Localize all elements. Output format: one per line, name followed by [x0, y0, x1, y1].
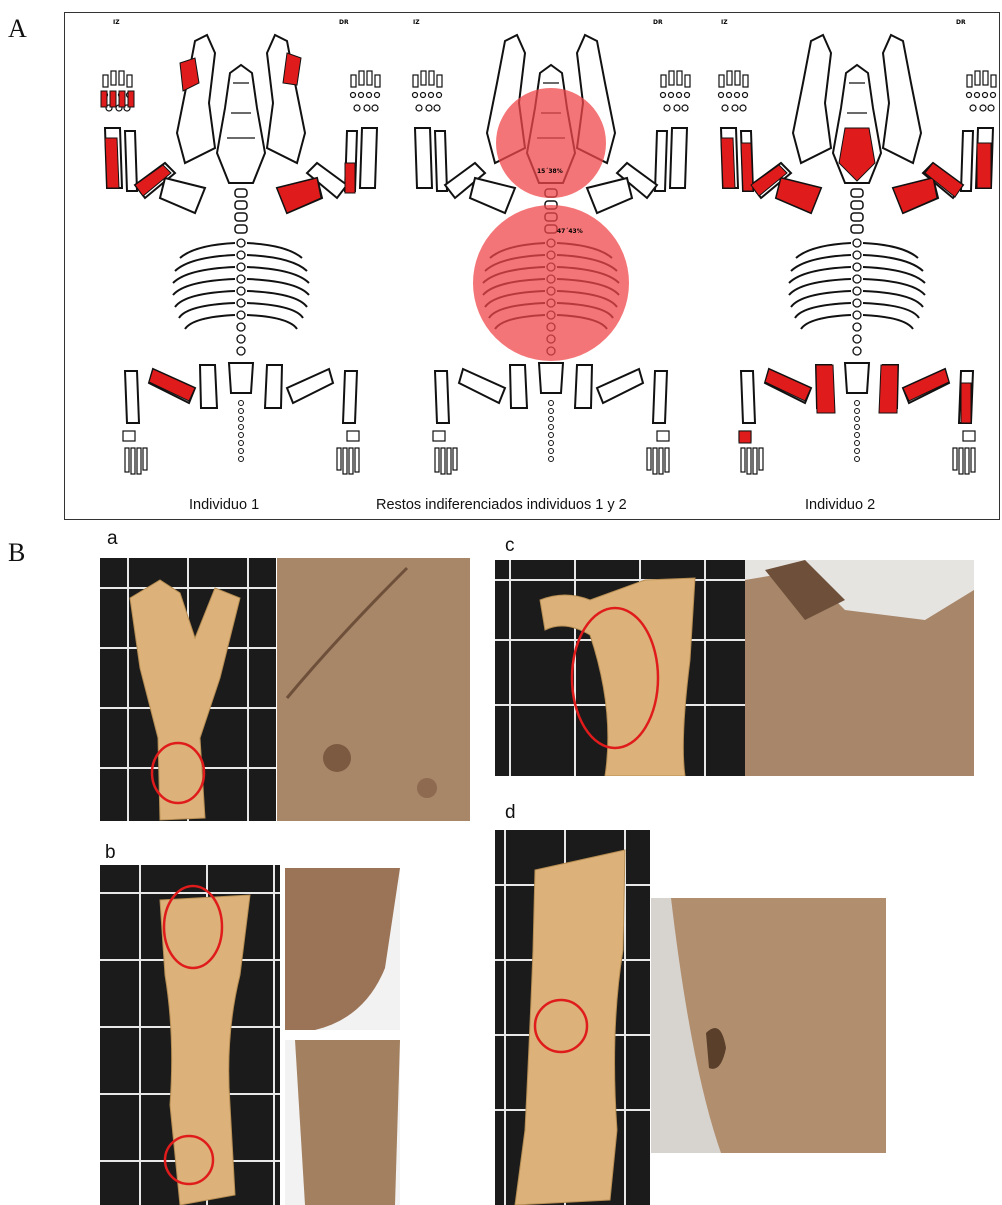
- label-dr-2: DR: [653, 19, 663, 26]
- label-dr-1: DR: [339, 19, 349, 26]
- thoracic-percentage: 47´43%: [557, 228, 583, 235]
- photo-label-b: b: [105, 842, 116, 864]
- photo-a-bone: [100, 558, 276, 821]
- photo-b-closeup-bottom: [285, 1040, 400, 1205]
- photo-a-closeup: [277, 558, 470, 821]
- photo-c-closeup: [745, 560, 974, 776]
- skeleton-individual-2: IZ DR: [719, 19, 997, 474]
- skeleton-individual-1: IZ DR: [101, 19, 380, 474]
- caption-individual-1: Individuo 1: [189, 497, 259, 513]
- panel-label-b: B: [8, 538, 25, 568]
- photo-c-bone: [495, 560, 745, 776]
- skeleton-indifferentiated: 15´38% 47´43% IZ DR: [413, 19, 691, 474]
- photo-label-d: d: [505, 802, 516, 824]
- skeleton-figure-frame: IZ DR 15´38% 47´43% IZ DR: [64, 12, 1000, 520]
- caption-indifferentiated: Restos indiferenciados individuos 1 y 2: [376, 497, 627, 513]
- cranial-percentage: 15´38%: [537, 168, 563, 175]
- label-iz-3: IZ: [721, 19, 728, 26]
- label-iz-1: IZ: [113, 19, 120, 26]
- caption-individual-2: Individuo 2: [805, 497, 875, 513]
- thoracic-region-circle: [473, 205, 629, 361]
- label-dr-3: DR: [956, 19, 966, 26]
- photo-label-a: a: [107, 528, 118, 550]
- photo-b-closeup-top: [285, 868, 400, 1030]
- photo-b-bone: [100, 865, 280, 1205]
- photo-label-c: c: [505, 535, 515, 557]
- label-iz-2: IZ: [413, 19, 420, 26]
- cranial-region-circle: [496, 88, 606, 198]
- panel-label-a: A: [8, 14, 27, 44]
- highlighted-bones-individual-2: [721, 128, 991, 443]
- photo-d-closeup: [651, 898, 886, 1153]
- photo-d-bone: [495, 830, 650, 1205]
- skeleton-diagram: IZ DR 15´38% 47´43% IZ DR: [65, 13, 1001, 521]
